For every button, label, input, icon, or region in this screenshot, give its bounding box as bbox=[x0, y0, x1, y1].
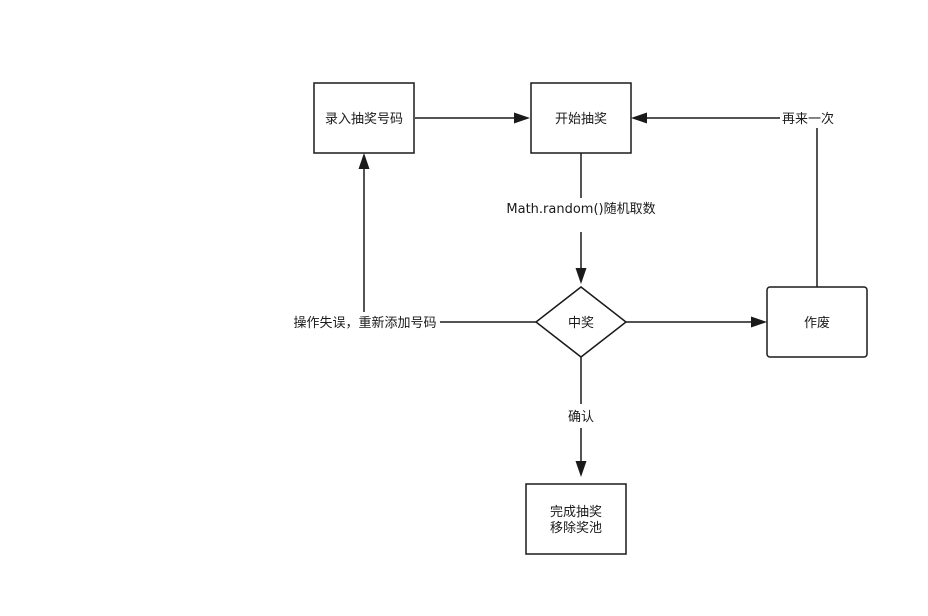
node-complete-label-line-2: 移除奖池 bbox=[550, 521, 602, 536]
edge-label-re-add: 操作失误，重新添加号码 bbox=[290, 312, 440, 332]
arrowhead-down bbox=[575, 461, 587, 477]
node-void: 作废 bbox=[766, 286, 868, 358]
node-complete: 完成抽奖 移除奖池 bbox=[525, 483, 627, 555]
arrowhead-right bbox=[514, 112, 530, 124]
edge-label-random-pick: Math.random()随机取数 bbox=[500, 199, 662, 219]
node-start-draw: 开始抽奖 bbox=[530, 82, 632, 154]
arrowhead-down bbox=[575, 268, 587, 284]
arrowhead-left bbox=[631, 112, 647, 124]
edge-win-to-void bbox=[626, 316, 767, 328]
node-win-decision: 中奖 bbox=[534, 286, 628, 358]
edge-win-to-complete bbox=[575, 357, 587, 477]
node-complete-label-line-1: 完成抽奖 bbox=[550, 505, 602, 520]
edge-label-random-pick-text: Math.random()随机取数 bbox=[506, 202, 655, 217]
edge-label-re-add-text: 操作失误，重新添加号码 bbox=[293, 315, 436, 331]
node-win-label: 中奖 bbox=[568, 316, 594, 331]
node-enter-numbers: 录入抽奖号码 bbox=[313, 82, 415, 154]
node-void-label: 作废 bbox=[804, 315, 830, 331]
edge-label-again-text: 再来一次 bbox=[782, 111, 834, 127]
edge-enter-to-start bbox=[415, 112, 530, 124]
edge-win-to-enter bbox=[358, 153, 536, 323]
edge-start-to-win bbox=[575, 153, 587, 284]
arrowhead-up bbox=[358, 153, 370, 169]
arrowhead-right bbox=[751, 316, 767, 328]
node-start-draw-label: 开始抽奖 bbox=[555, 112, 607, 127]
edge-label-confirm-text: 确认 bbox=[568, 410, 594, 425]
node-enter-numbers-label: 录入抽奖号码 bbox=[325, 112, 403, 127]
edge-label-again: 再来一次 bbox=[780, 108, 836, 128]
edge-label-confirm: 确认 bbox=[563, 405, 599, 427]
